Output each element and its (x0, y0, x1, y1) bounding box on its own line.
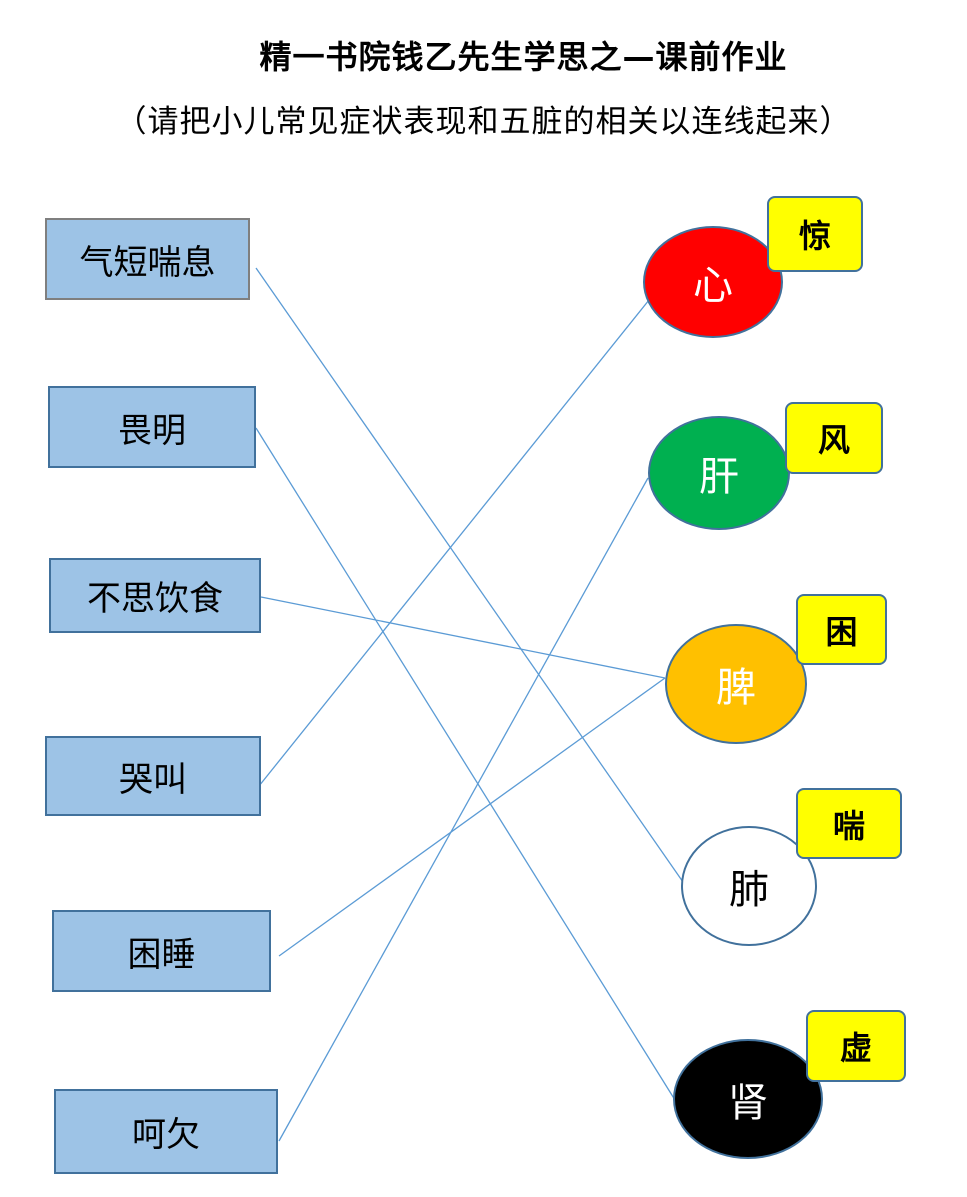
symptom-box[interactable]: 困睡 (52, 910, 271, 992)
organ-label: 肺 (729, 867, 769, 913)
organ-tag-label: 喘 (832, 806, 865, 845)
organ-label: 肾 (728, 1080, 768, 1126)
organ-tag-label: 虚 (839, 1029, 872, 1067)
symptom-label: 呵欠 (132, 1115, 200, 1155)
organ-label: 肝 (699, 454, 739, 500)
connection-line (260, 596, 666, 679)
organ-tag-label: 困 (825, 612, 858, 651)
symptom-label: 畏明 (118, 410, 186, 451)
connection-line (278, 477, 649, 1142)
organ-circle-liver[interactable]: 肝 (648, 416, 790, 530)
organ-tag: 喘 (796, 788, 902, 859)
organ-tag: 惊 (767, 196, 863, 272)
organ-tag-label: 风 (817, 421, 850, 459)
connection-line (255, 427, 676, 1101)
organ-label: 心 (693, 263, 733, 309)
organ-circle-lung[interactable]: 肺 (681, 826, 817, 946)
connection-line (278, 677, 666, 957)
page-instructions: （请把小儿常见症状表现和五脏的相关以连线起来） (115, 104, 852, 140)
symptom-box[interactable]: 呵欠 (54, 1089, 278, 1174)
organ-tag: 困 (796, 594, 887, 665)
symptom-box[interactable]: 不思饮食 (49, 558, 261, 633)
organ-tag: 风 (785, 402, 883, 474)
organ-label: 脾 (716, 665, 756, 711)
symptom-box[interactable]: 哭叫 (45, 736, 261, 816)
organ-circle-spleen[interactable]: 脾 (665, 624, 807, 744)
symptom-label: 不思饮食 (87, 579, 223, 619)
connection-line (255, 267, 684, 883)
symptom-label: 困睡 (127, 934, 196, 975)
page-title: 精一书院钱乙先生学思之—课前作业 (259, 38, 788, 76)
organ-circle-kidney[interactable]: 肾 (673, 1039, 823, 1159)
organ-circle-heart[interactable]: 心 (643, 226, 783, 338)
symptom-label: 哭叫 (119, 759, 187, 800)
symptom-box[interactable]: 气短喘息 (45, 218, 250, 300)
organ-tag-label: 惊 (798, 217, 831, 255)
symptom-label: 气短喘息 (79, 242, 216, 283)
organ-tag: 虚 (806, 1010, 906, 1082)
connection-line (258, 299, 650, 787)
symptom-box[interactable]: 畏明 (48, 386, 256, 468)
